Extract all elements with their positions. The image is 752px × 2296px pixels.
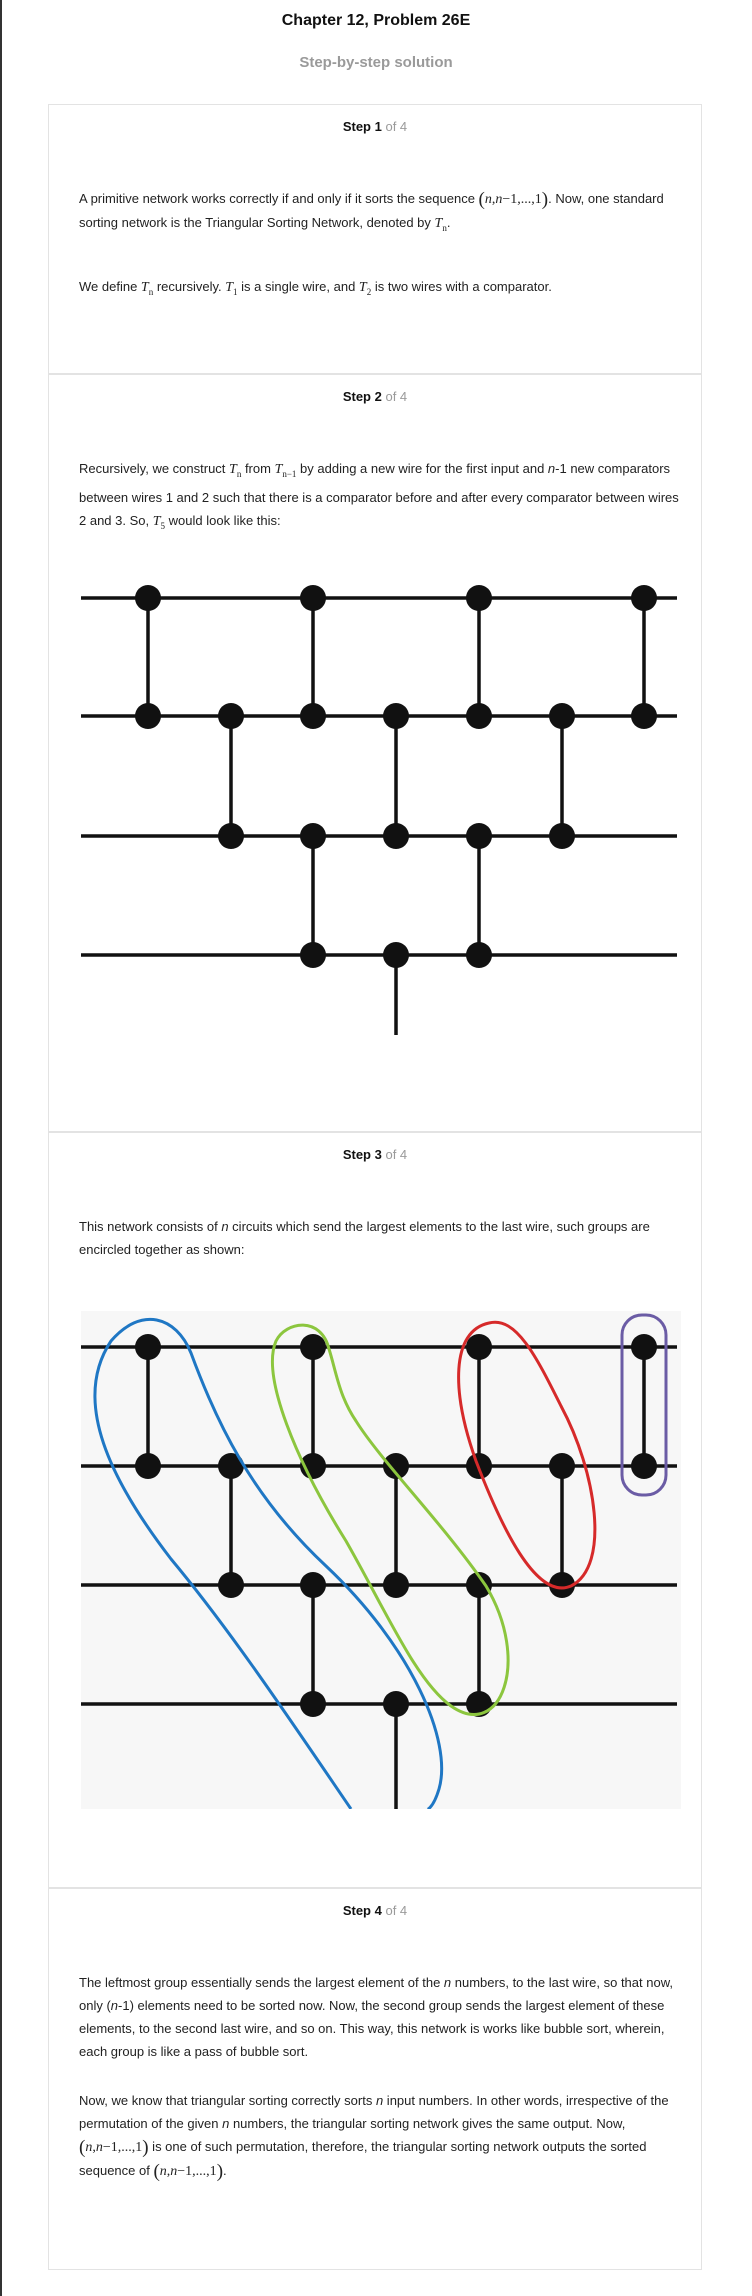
text: is a single wire, and xyxy=(237,279,359,294)
text: circuits which send the largest elements… xyxy=(79,1219,650,1257)
step-label: Step 3 xyxy=(342,1147,382,1162)
text: input numbers. In other words, irrespect… xyxy=(79,2093,669,2131)
step-1-paragraph-1: A primitive network works correctly if a… xyxy=(79,189,664,233)
text: We define xyxy=(79,279,141,294)
text: Now, we know that triangular sorting cor… xyxy=(79,2093,376,2108)
text: n xyxy=(375,2093,384,2108)
step-3-heading: Step 3 of 4 xyxy=(49,1147,701,1162)
text: n xyxy=(547,461,556,476)
step-count: of 4 xyxy=(385,119,408,134)
step-label: Step 2 xyxy=(342,389,382,404)
t5-network-diagram xyxy=(81,585,677,1035)
text: by adding a new wire for the first input… xyxy=(296,461,548,476)
text: . xyxy=(446,215,451,230)
text: . xyxy=(223,2163,227,2178)
step-count: of 4 xyxy=(385,389,408,404)
text: A primitive network works correctly if a… xyxy=(79,191,479,206)
text: is one of such permutation, therefore, t… xyxy=(79,2139,647,2178)
step-2-paragraph-1: Recursively, we construct Tn from Tn−1 b… xyxy=(79,461,679,531)
step-4-paragraph-1: The leftmost group essentially sends the… xyxy=(79,1971,679,2063)
step-2-heading: Step 2 of 4 xyxy=(49,389,701,404)
step-4-heading: Step 4 of 4 xyxy=(49,1903,701,1918)
page-subtitle: Step-by-step solution xyxy=(299,54,453,71)
text: n xyxy=(110,1998,119,2013)
step-1-paragraph-2: We define Tn recursively. T1 is a single… xyxy=(79,279,552,297)
text: n xyxy=(221,1219,229,1234)
text: n xyxy=(443,1975,452,1990)
group-4-outline xyxy=(620,1313,668,1497)
text: -1) elements need to be sorted now. Now,… xyxy=(79,1998,665,2059)
step-count: of 4 xyxy=(385,1903,408,1918)
text: n xyxy=(222,2116,230,2131)
text: recursively. xyxy=(153,279,226,294)
page-title: Chapter 12, Problem 26E xyxy=(281,12,471,29)
step-3-paragraph-1: This network consists of n circuits whic… xyxy=(79,1215,679,1261)
group-1-outline xyxy=(93,1317,444,1809)
text: This network consists of xyxy=(79,1219,222,1234)
page-left-edge xyxy=(0,0,2,2296)
step-4-card: Step 4 of 4 The leftmost group essential… xyxy=(48,1888,702,2270)
text: Recursively, we construct xyxy=(79,461,230,476)
step-count: of 4 xyxy=(385,1147,408,1162)
grouped-network-diagram xyxy=(81,1311,681,1809)
step-1-heading: Step 1 of 4 xyxy=(49,119,701,134)
group-2-outline xyxy=(271,1323,510,1716)
text: is two wires with a comparator. xyxy=(371,279,552,294)
step-2-card: Step 2 of 4 Recursively, we construct Tn… xyxy=(48,374,702,1132)
text: from xyxy=(241,461,275,476)
step-label: Step 4 xyxy=(342,1903,382,1918)
text: . Now, one standard sorting network is t… xyxy=(79,191,664,230)
step-1-card: Step 1 of 4 A primitive network works co… xyxy=(48,104,702,374)
step-label: Step 1 xyxy=(342,119,382,134)
text: The leftmost group essentially sends the… xyxy=(79,1975,444,1990)
step-3-card: Step 3 of 4 This network consists of n c… xyxy=(48,1132,702,1888)
text: numbers, the triangular sorting network … xyxy=(229,2116,626,2131)
group-3-outline xyxy=(457,1320,597,1590)
text: -1 new comparators between wires 1 and 2… xyxy=(79,461,679,528)
step-4-paragraph-2: Now, we know that triangular sorting cor… xyxy=(79,2093,669,2182)
text: would look like this: xyxy=(165,512,281,528)
text: numbers, to the last wire, so that now, … xyxy=(79,1975,673,2013)
